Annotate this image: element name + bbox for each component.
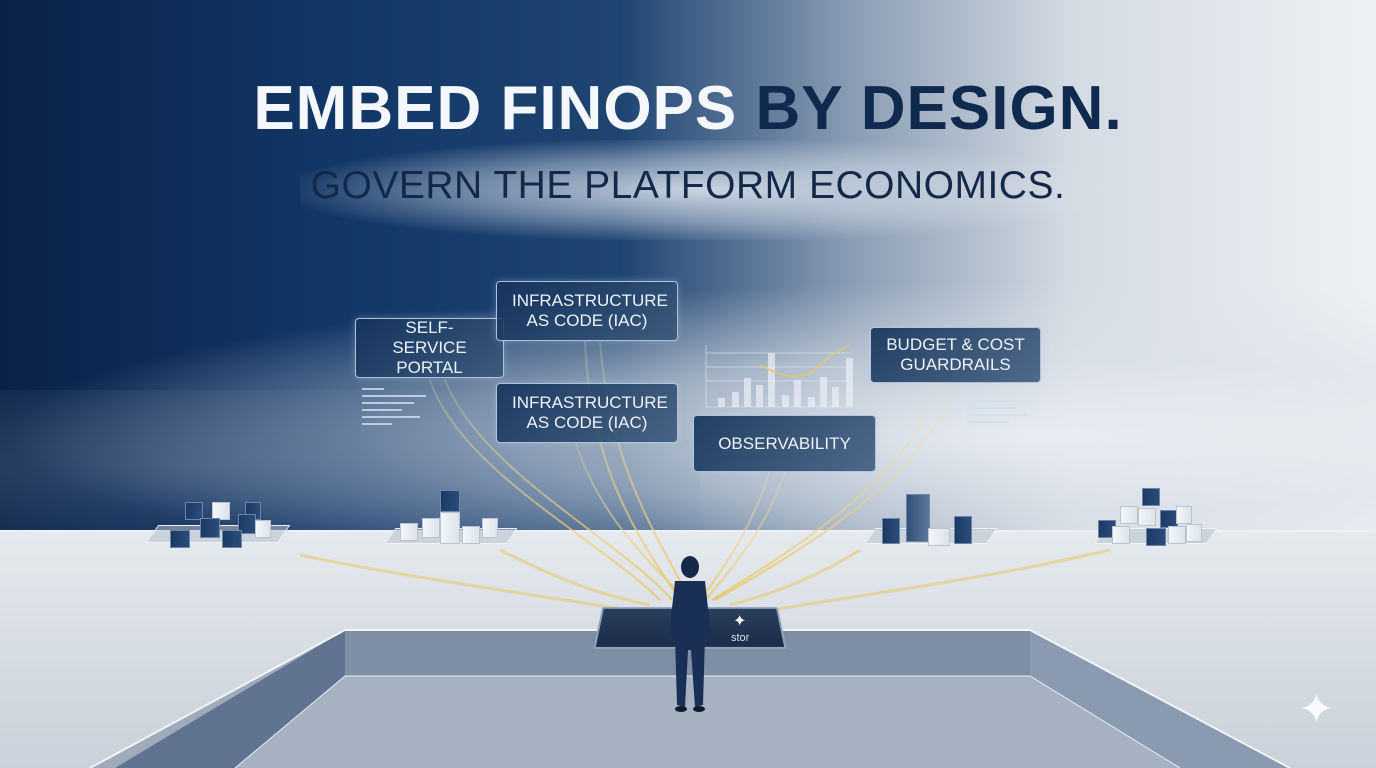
headline-light-part: EMBED FINOPS — [253, 74, 738, 143]
resource-cluster-4 — [1090, 488, 1220, 550]
code-lines-right-decoration — [967, 393, 1037, 428]
card-label: INFRASTRUCTURE AS CODE (IAC) — [512, 291, 668, 330]
subheadline-glow — [300, 140, 1100, 240]
card-label: INFRASTRUCTURE AS CODE (IAC) — [512, 393, 668, 432]
card-observability: OBSERVABILITY — [693, 415, 876, 472]
headline-dark-part: BY DESIGN. — [755, 74, 1123, 143]
horizon-line — [0, 530, 1376, 532]
resource-cluster-2 — [370, 488, 520, 550]
headline: EMBED FINOPS BY DESIGN. — [0, 78, 1376, 140]
card-budget-cost-guardrails: BUDGET & COST GUARDRAILS — [870, 327, 1041, 383]
card-self-service-portal: SELF-SERVICE PORTAL — [355, 318, 504, 378]
card-infrastructure-as-code-top: INFRASTRUCTURE AS CODE (IAC) — [496, 281, 678, 341]
sparkle-icon: ✦ — [733, 613, 747, 630]
card-label: OBSERVABILITY — [718, 433, 851, 453]
person-silhouette — [669, 556, 711, 712]
resource-cluster-1 — [130, 490, 291, 550]
card-infrastructure-as-code-bottom: INFRASTRUCTURE AS CODE (IAC) — [496, 383, 678, 443]
card-label: SELF-SERVICE PORTAL — [392, 318, 467, 377]
console-label: stor — [731, 632, 750, 644]
subheadline: GOVERN THE PLATFORM ECONOMICS. — [310, 164, 1066, 207]
resource-cluster-server — [860, 488, 1010, 550]
sparkle-watermark-icon: ✦ — [1298, 685, 1335, 734]
card-label: BUDGET & COST GUARDRAILS — [886, 335, 1025, 374]
code-lines-left-decoration — [362, 388, 432, 430]
ghost-bar-chart-icon — [705, 344, 853, 408]
